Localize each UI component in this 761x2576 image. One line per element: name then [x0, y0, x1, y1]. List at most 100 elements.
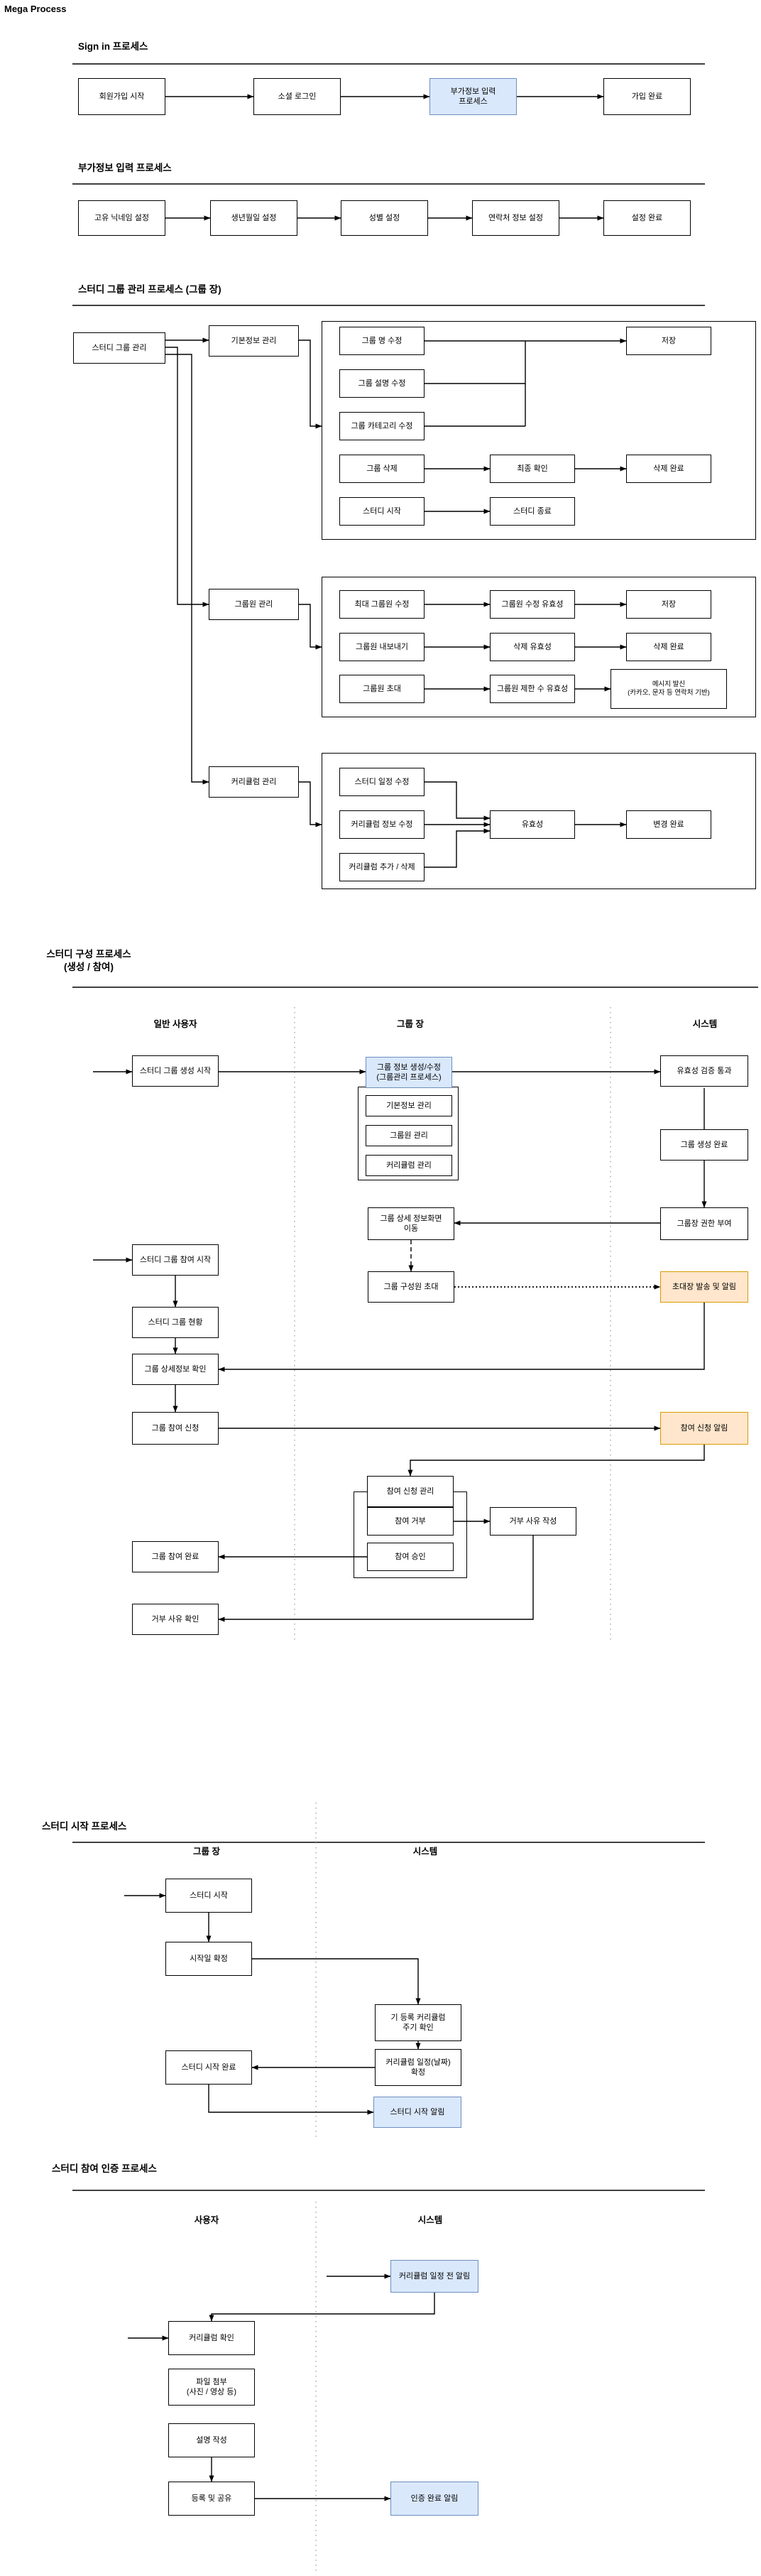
s3-category-edit: 그룹 카테고리 수정: [339, 412, 425, 440]
s4-group-status: 스터디 그룹 현황: [132, 1307, 219, 1338]
s2-nickname: 고유 닉네임 설정: [78, 200, 165, 236]
s6-cert-notify: 인증 완료 알림: [390, 2482, 478, 2516]
s4-curri-mgmt: 커리큘럼 관리: [366, 1155, 452, 1176]
e-curadd-valid3: [425, 828, 491, 868]
e-basic-container: [299, 339, 322, 429]
s4-header: 스터디 구성 프로세스 (생성 / 참여): [46, 949, 131, 972]
e-reason-reasoncheck: [218, 1536, 534, 1622]
s4-invite-member: 그룹 구성원 초대: [368, 1271, 454, 1303]
s4-valid-pass: 유효성 검증 통과: [660, 1055, 748, 1087]
s6-register-share: 등록 및 공유: [168, 2482, 255, 2516]
s3-delete-done-2: 삭제 완료: [626, 633, 711, 661]
s4-apply-mgmt: 참여 신청 관리: [367, 1476, 454, 1507]
s1-social-login: 소셜 로그인: [253, 78, 341, 115]
s6-file-attach: 파일 첨부 (사진 / 영상 등): [168, 2369, 255, 2406]
s5-start-done: 스터디 시작 완료: [165, 2050, 252, 2085]
s3-group-mgmt: 스터디 그룹 관리: [73, 332, 165, 364]
e-prenotify-curricheck: [209, 2293, 435, 2322]
s2-gender: 성별 설정: [341, 200, 428, 236]
s5-lane-leader: 그룹 장: [193, 1846, 220, 1857]
s3-save-basic: 저장: [626, 327, 711, 355]
s1-signup-done: 가입 완료: [603, 78, 691, 115]
s4-lane-system: 시스템: [692, 1018, 718, 1029]
s2-contact: 연락처 정보 설정: [472, 200, 559, 236]
s4-apply-notify: 참여 신청 알림: [660, 1412, 748, 1445]
s4-basic-mgmt: 기본정보 관리: [366, 1095, 452, 1116]
e-mgmt-curri: [165, 354, 209, 785]
s3-change-done: 변경 완료: [626, 810, 711, 839]
s3-save-member: 저장: [626, 590, 711, 619]
s3-container-curri: [322, 753, 756, 889]
s5-header: 스터디 시작 프로세스: [42, 1821, 127, 1832]
s4-approve: 참여 승인: [367, 1543, 454, 1571]
s2-setup-done: 설정 완료: [603, 200, 691, 236]
s3-header: 스터디 그룹 관리 프로세스 (그룹 장): [78, 284, 221, 295]
s3-delete-valid: 삭제 유효성: [490, 633, 575, 661]
s3-study-start: 스터디 시작: [339, 497, 425, 526]
e-mgmt-member: [165, 347, 209, 607]
e-curri-container: [299, 781, 322, 827]
s4-reject: 참여 거부: [367, 1507, 454, 1536]
s3-final-confirm: 최종 확인: [490, 455, 575, 483]
e-schedule-valid3: [425, 781, 491, 821]
s3-study-end: 스터디 종료: [490, 497, 575, 526]
s3-curri-add-del: 커리큘럼 추가 / 삭제: [339, 853, 425, 881]
s3-curri-info-edit: 커리큘럼 정보 수정: [339, 810, 425, 839]
s3-container-basic: [322, 321, 756, 540]
s4-member-mgmt: 그룹원 관리: [366, 1125, 452, 1146]
s3-message-send: 메시지 발신 (카카오, 문자 등 연락처 기반): [611, 669, 727, 709]
s4-lane-user: 일반 사용자: [153, 1018, 197, 1029]
s4-create-start: 스터디 그룹 생성 시작: [132, 1055, 219, 1087]
s2-birth: 생년월일 설정: [210, 200, 297, 236]
s3-max-member-edit: 최대 그룹원 수정: [339, 590, 425, 619]
s3-member-edit-valid: 그룹원 수정 유효성: [490, 590, 575, 619]
s4-join-apply: 그룹 참여 신청: [132, 1412, 219, 1445]
s4-reject-reason: 거부 사유 작성: [490, 1507, 576, 1536]
s6-desc-write: 설명 작성: [168, 2423, 255, 2457]
s6-lane-system: 시스템: [417, 2214, 443, 2225]
s5-curri-schedule-confirm: 커리큘럼 일정(날짜) 확정: [375, 2049, 461, 2086]
s3-member-export: 그룹원 내보내기: [339, 633, 425, 661]
e-applynotify-applymgmt: [407, 1445, 705, 1477]
s3-member-limit-valid: 그룹원 제한 수 유효성: [490, 675, 575, 703]
s6-pre-notify: 커리큘럼 일정 전 알림: [390, 2260, 478, 2293]
s3-basic-mgmt: 기본정보 관리: [209, 325, 299, 357]
e-date-cyclecheck: [252, 1958, 421, 2005]
s3-desc-edit: 그룹 설명 수정: [339, 369, 425, 398]
s5-curri-cycle-check: 기 등록 커리큘럼 주기 확인: [375, 2004, 461, 2041]
s4-lane-leader: 그룹 장: [397, 1018, 424, 1029]
s3-name-edit: 그룹 명 수정: [339, 327, 425, 355]
s1-header: Sign in 프로세스: [78, 41, 148, 53]
mega-title: Mega Process: [4, 3, 67, 14]
s3-schedule-edit: 스터디 일정 수정: [339, 768, 425, 796]
s5-start-notify: 스터디 시작 알림: [373, 2097, 461, 2128]
s4-reason-check: 거부 사유 확인: [132, 1604, 219, 1635]
s1-extra-info-process: 부가정보 입력 프로세스: [429, 78, 517, 115]
s4-detail-move: 그룹 상세 정보화면 이동: [368, 1207, 454, 1240]
e-startdone-startnotify: [208, 2085, 374, 2115]
s4-join-done: 그룹 참여 완료: [132, 1541, 219, 1572]
s4-group-info-create: 그룹 정보 생성/수정 (그룹관리 프로세스): [366, 1057, 452, 1088]
s5-date-confirm: 시작일 확정: [165, 1942, 252, 1976]
s2-header: 부가정보 입력 프로세스: [78, 163, 172, 174]
s6-curri-check: 커리큘럼 확인: [168, 2321, 255, 2355]
s6-header: 스터디 참여 인증 프로세스: [52, 2163, 157, 2175]
e-member-container: [299, 604, 322, 650]
s3-curri-mgmt: 커리큘럼 관리: [209, 766, 299, 798]
s4-detail-check: 그룹 상세정보 확인: [132, 1354, 219, 1385]
s3-delete-done: 삭제 완료: [626, 455, 711, 483]
s5-study-start: 스터디 시작: [165, 1879, 252, 1913]
s5-lane-system: 시스템: [412, 1846, 438, 1857]
s4-leader-authority: 그룹장 권한 부여: [660, 1207, 748, 1240]
s4-group-created: 그룹 생성 완료: [660, 1129, 748, 1161]
s3-group-delete: 그룹 삭제: [339, 455, 425, 483]
s3-container-member: [322, 577, 756, 717]
s3-valid: 유효성: [490, 810, 575, 839]
s6-lane-user: 사용자: [194, 2214, 219, 2225]
s4-join-start: 스터디 그룹 참여 시작: [132, 1244, 219, 1276]
s4-invite-notify: 초대장 발송 및 알림: [660, 1271, 748, 1303]
e-invitenotify-detailcheck: [218, 1303, 705, 1372]
s1-signup-start: 회원가입 시작: [78, 78, 165, 115]
